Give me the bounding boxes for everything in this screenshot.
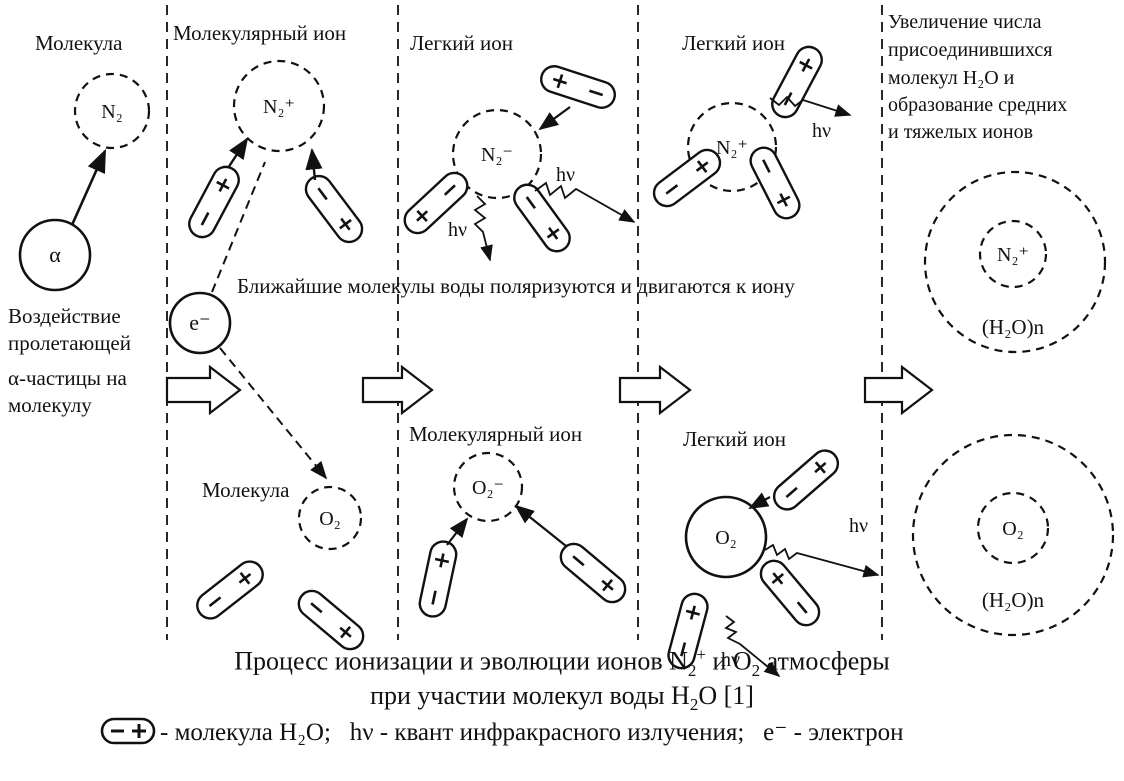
o2-minus-label: O₂⁻ xyxy=(472,477,504,499)
effect-text-4: молекулу xyxy=(8,393,92,417)
evolution-text-5: и тяжелых ионов xyxy=(888,121,1033,143)
water-molecule xyxy=(507,178,577,258)
water-molecule xyxy=(190,555,270,625)
attraction-arrow xyxy=(446,517,469,546)
attraction-arrow xyxy=(226,137,249,169)
water-molecule xyxy=(416,537,460,621)
attraction-arrow xyxy=(305,147,323,181)
process-arrow xyxy=(361,364,434,416)
process-arrow xyxy=(618,364,692,416)
n2-plus-ion xyxy=(232,59,326,153)
legend-water-text: - молекула H₂O; xyxy=(160,719,331,746)
caption-text: при участии молекул воды H xyxy=(370,681,690,710)
water-molecule xyxy=(744,141,806,225)
n2-plus-label: N₂⁺ xyxy=(263,96,295,118)
caption-text: Процесс ионизации и эволюции ионов N xyxy=(234,646,688,676)
n2-minus-ion xyxy=(451,108,543,200)
effect-text-2: пролетающей xyxy=(8,331,131,355)
water-molecule xyxy=(554,537,632,609)
caption-text: атмосферы xyxy=(760,646,890,676)
caption-line-2: при участии молекул воды H2O [1] xyxy=(0,681,1124,715)
n2-plus-core xyxy=(978,219,1048,289)
water-molecule xyxy=(536,61,620,113)
n2-minus-label: N₂⁻ xyxy=(481,144,513,166)
o2-minus-ion xyxy=(452,451,524,523)
o2-cluster-core-label: O₂ xyxy=(1002,518,1023,540)
o2-core-label: O₂ xyxy=(715,527,736,549)
evolution-text-3: молекул H₂O и xyxy=(888,67,1015,89)
photon-label: hν xyxy=(812,120,831,142)
electron-path-down xyxy=(219,347,328,480)
evolution-text-1: Увеличение числа xyxy=(888,11,1042,33)
alpha-arrow xyxy=(70,148,107,226)
process-arrow xyxy=(165,364,242,416)
photon-emission xyxy=(724,615,781,678)
caption-text: O [1] xyxy=(698,681,754,710)
effect-text-1: Воздействие xyxy=(8,304,121,328)
middle-text: Ближайшие молекулы воды поляризуются и д… xyxy=(237,274,795,298)
caption-sub: 2 xyxy=(689,695,699,715)
photon-label: hν xyxy=(849,515,868,537)
o2-core xyxy=(684,495,768,579)
legend-water-icon xyxy=(100,717,156,745)
water-molecule xyxy=(767,443,845,517)
n2-plus-ion-hydrated xyxy=(686,101,778,193)
water-molecule xyxy=(647,143,727,213)
caption-text: и O xyxy=(705,646,752,676)
caption-sub: 2 xyxy=(687,660,697,680)
legend-photon-text: hν - квант инфракрасного излучения; xyxy=(349,719,745,746)
n2-label: N₂ xyxy=(101,101,122,123)
attraction-arrow xyxy=(538,106,571,131)
caption-sub: 2 xyxy=(751,660,761,680)
o2-label: O₂ xyxy=(319,508,340,530)
effect-text-3: α-частицы на xyxy=(8,366,127,390)
caption-line-1: Процесс ионизации и эволюции ионов N2+ и… xyxy=(0,645,1124,681)
electron xyxy=(168,291,232,355)
water-cluster-label: (H₂O)n xyxy=(982,588,1045,612)
legend: - молекула H₂O; hν - квант инфракрасного… xyxy=(160,717,904,747)
electron-label: e⁻ xyxy=(189,310,210,335)
alpha-label: α xyxy=(49,242,61,267)
light-ion-o2-label: Легкий ион xyxy=(683,427,786,451)
molecule-label: Молекула xyxy=(35,31,123,55)
photon-emission xyxy=(764,543,880,578)
n2-plus-core-label: N₂⁺ xyxy=(997,244,1029,266)
photon-label: hν xyxy=(556,164,575,186)
attraction-arrow xyxy=(748,492,771,509)
alpha-particle xyxy=(18,218,92,292)
electron-path-up xyxy=(211,161,266,293)
light-ion-label: Легкий ион xyxy=(410,31,513,55)
legend-electron-text: e⁻ - электрон xyxy=(763,719,904,746)
n2-plus-label: N₂⁺ xyxy=(716,137,748,159)
heavy-ion-o2-cluster xyxy=(911,433,1115,637)
light-ion-label-2: Легкий ион xyxy=(682,31,785,55)
water-molecule xyxy=(183,161,245,243)
photon-label: hν xyxy=(721,649,740,671)
evolution-text-4: образование средних xyxy=(888,94,1067,116)
caption-sup: + xyxy=(696,645,706,664)
water-molecule xyxy=(754,554,826,632)
o2-core-cluster xyxy=(976,491,1050,565)
water-molecule xyxy=(299,169,369,249)
n2-molecule xyxy=(73,72,151,150)
evolution-text-2: присоединившихся xyxy=(888,39,1052,61)
molecular-ion-label: Молекулярный ион xyxy=(173,21,346,45)
photon-emission xyxy=(473,195,493,262)
photon-emission xyxy=(769,95,852,117)
o2-molecule xyxy=(297,485,363,551)
photon-label: hν xyxy=(448,219,467,241)
process-arrow xyxy=(863,364,934,416)
molecule-o2-label: Молекула xyxy=(202,478,290,502)
molecular-ion-o2-label: Молекулярный ион xyxy=(409,422,582,446)
attraction-arrow xyxy=(514,504,567,547)
heavy-ion-n2-cluster xyxy=(923,170,1107,354)
water-cluster-label: (H₂O)n xyxy=(982,315,1045,339)
photon-emission xyxy=(534,181,636,223)
